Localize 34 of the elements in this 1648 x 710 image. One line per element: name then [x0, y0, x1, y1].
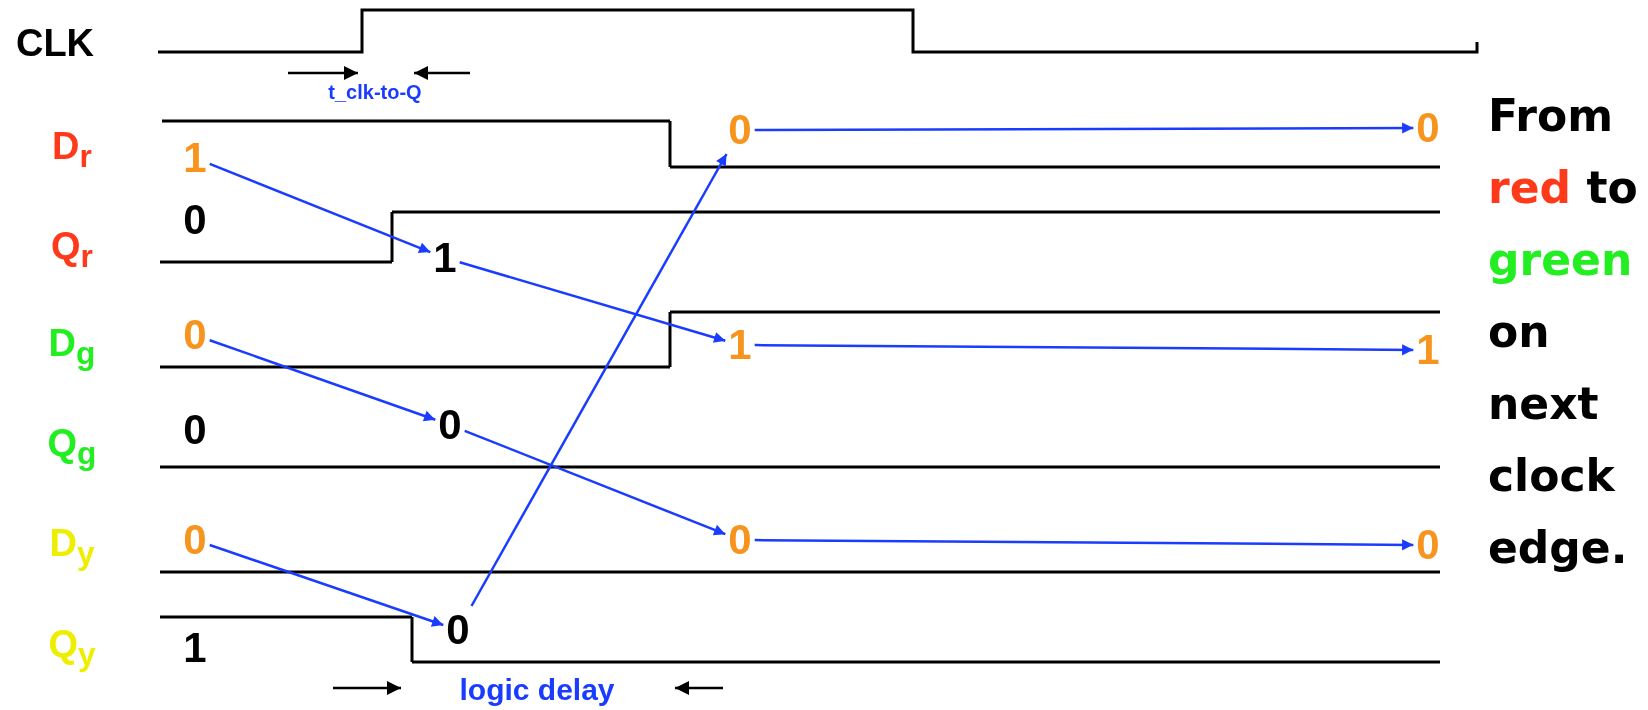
arrow — [464, 429, 726, 536]
signal-value: 0 — [1416, 107, 1440, 149]
signal-value: 0 — [728, 519, 752, 561]
arrow — [459, 261, 726, 343]
signal-value: 0 — [183, 519, 207, 561]
arrow — [209, 543, 444, 627]
arrow — [754, 343, 1414, 356]
signal-name: CLK — [15, 24, 95, 62]
signal-value: 0 — [183, 314, 207, 356]
signal-value: 1 — [1416, 329, 1440, 371]
signal-name: D$_{r}$ — [52, 126, 92, 174]
signal-name: D$_{y}$ — [49, 523, 95, 571]
timing-label: logic delay — [459, 675, 615, 705]
timing-label: t_clk-to-Q — [328, 82, 422, 102]
signal-value: 0 — [728, 109, 752, 151]
signal-name: Q$_{y}$ — [48, 624, 96, 672]
signal-value: 1 — [183, 137, 207, 179]
signal-name: Q$_{g}$ — [47, 423, 97, 471]
signal-value: 0 — [446, 609, 470, 651]
signal-value: 1 — [183, 627, 207, 669]
arrow — [754, 538, 1414, 551]
signal-value: 1 — [433, 237, 457, 279]
arrow — [209, 162, 431, 254]
signal-name: D$_{g}$ — [48, 323, 96, 371]
signal-value: 0 — [183, 199, 207, 241]
arrow — [754, 122, 1414, 134]
signal-value: 0 — [1416, 524, 1440, 566]
signal-name: Q$_{r}$ — [51, 226, 93, 274]
signal-value: 0 — [438, 404, 462, 446]
arrow — [470, 153, 728, 607]
note-text: From red to green on next clock edge. — [1488, 89, 1639, 575]
signal-value: 0 — [183, 409, 207, 451]
arrow — [209, 339, 436, 422]
signal-value: 1 — [728, 324, 752, 366]
